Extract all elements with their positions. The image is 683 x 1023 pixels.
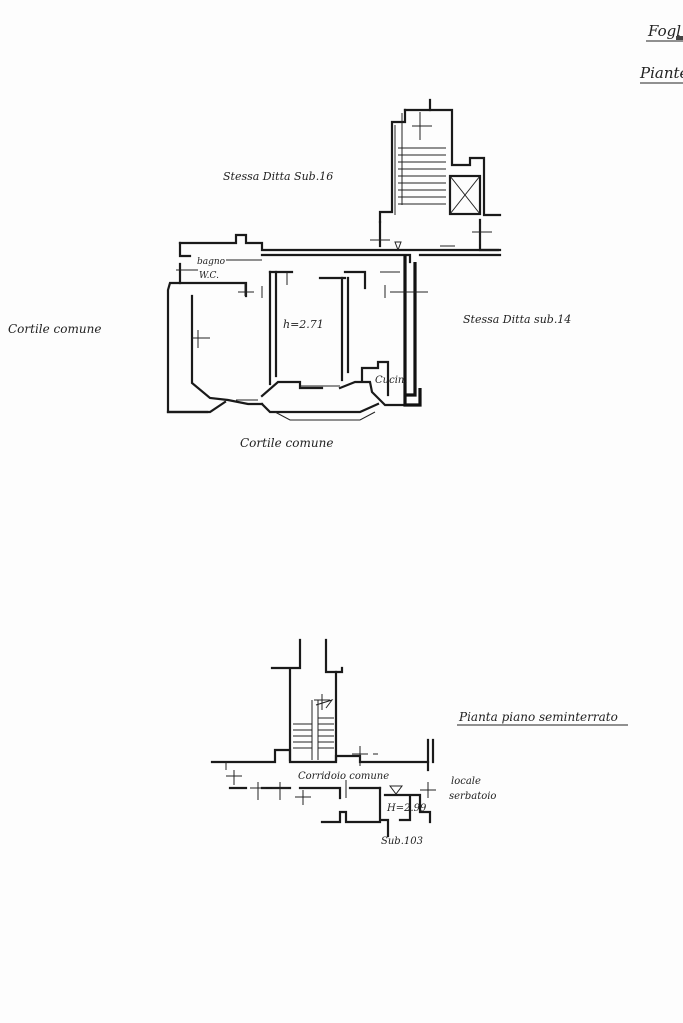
label-sub: Sub.103 [381,836,423,847]
basement-title: Pianta piano seminterrato [458,710,618,724]
label-bathroom-2: W.C. [199,271,219,281]
title-fragment-1: Fogl [647,22,681,40]
label-height: h=2.71 [283,318,324,331]
label-kitchen: Cucin. [375,375,408,386]
header: Fogl Piante [639,22,683,84]
label-bathroom-1: bagno [197,257,226,267]
ground-floor-plan: Stessa Ditta Sub.16 Stessa Ditta sub.14 … [8,98,571,450]
apartment-walls [166,233,502,421]
title-fragment-2: Piante [639,64,683,82]
basement-stair [270,638,344,762]
label-basement-height: H=2.99 [386,803,427,814]
internal-walls [176,239,455,401]
basement-corridor-walls [210,738,436,838]
label-north-neighbor: Stessa Ditta Sub.16 [223,170,333,183]
label-tank-room-2: serbatoio [449,791,496,802]
label-corridor: Corridoio comune [298,771,389,782]
label-west-courtyard: Cortile comune [8,322,101,336]
label-south-courtyard: Cortile comune [240,436,333,450]
basement-plan: Pianta piano seminterrato Corridoio comu… [210,638,628,847]
label-east-neighbor: Stessa Ditta sub.14 [463,313,571,326]
label-tank-room-1: locale [451,776,481,787]
stair-tower [378,98,502,252]
